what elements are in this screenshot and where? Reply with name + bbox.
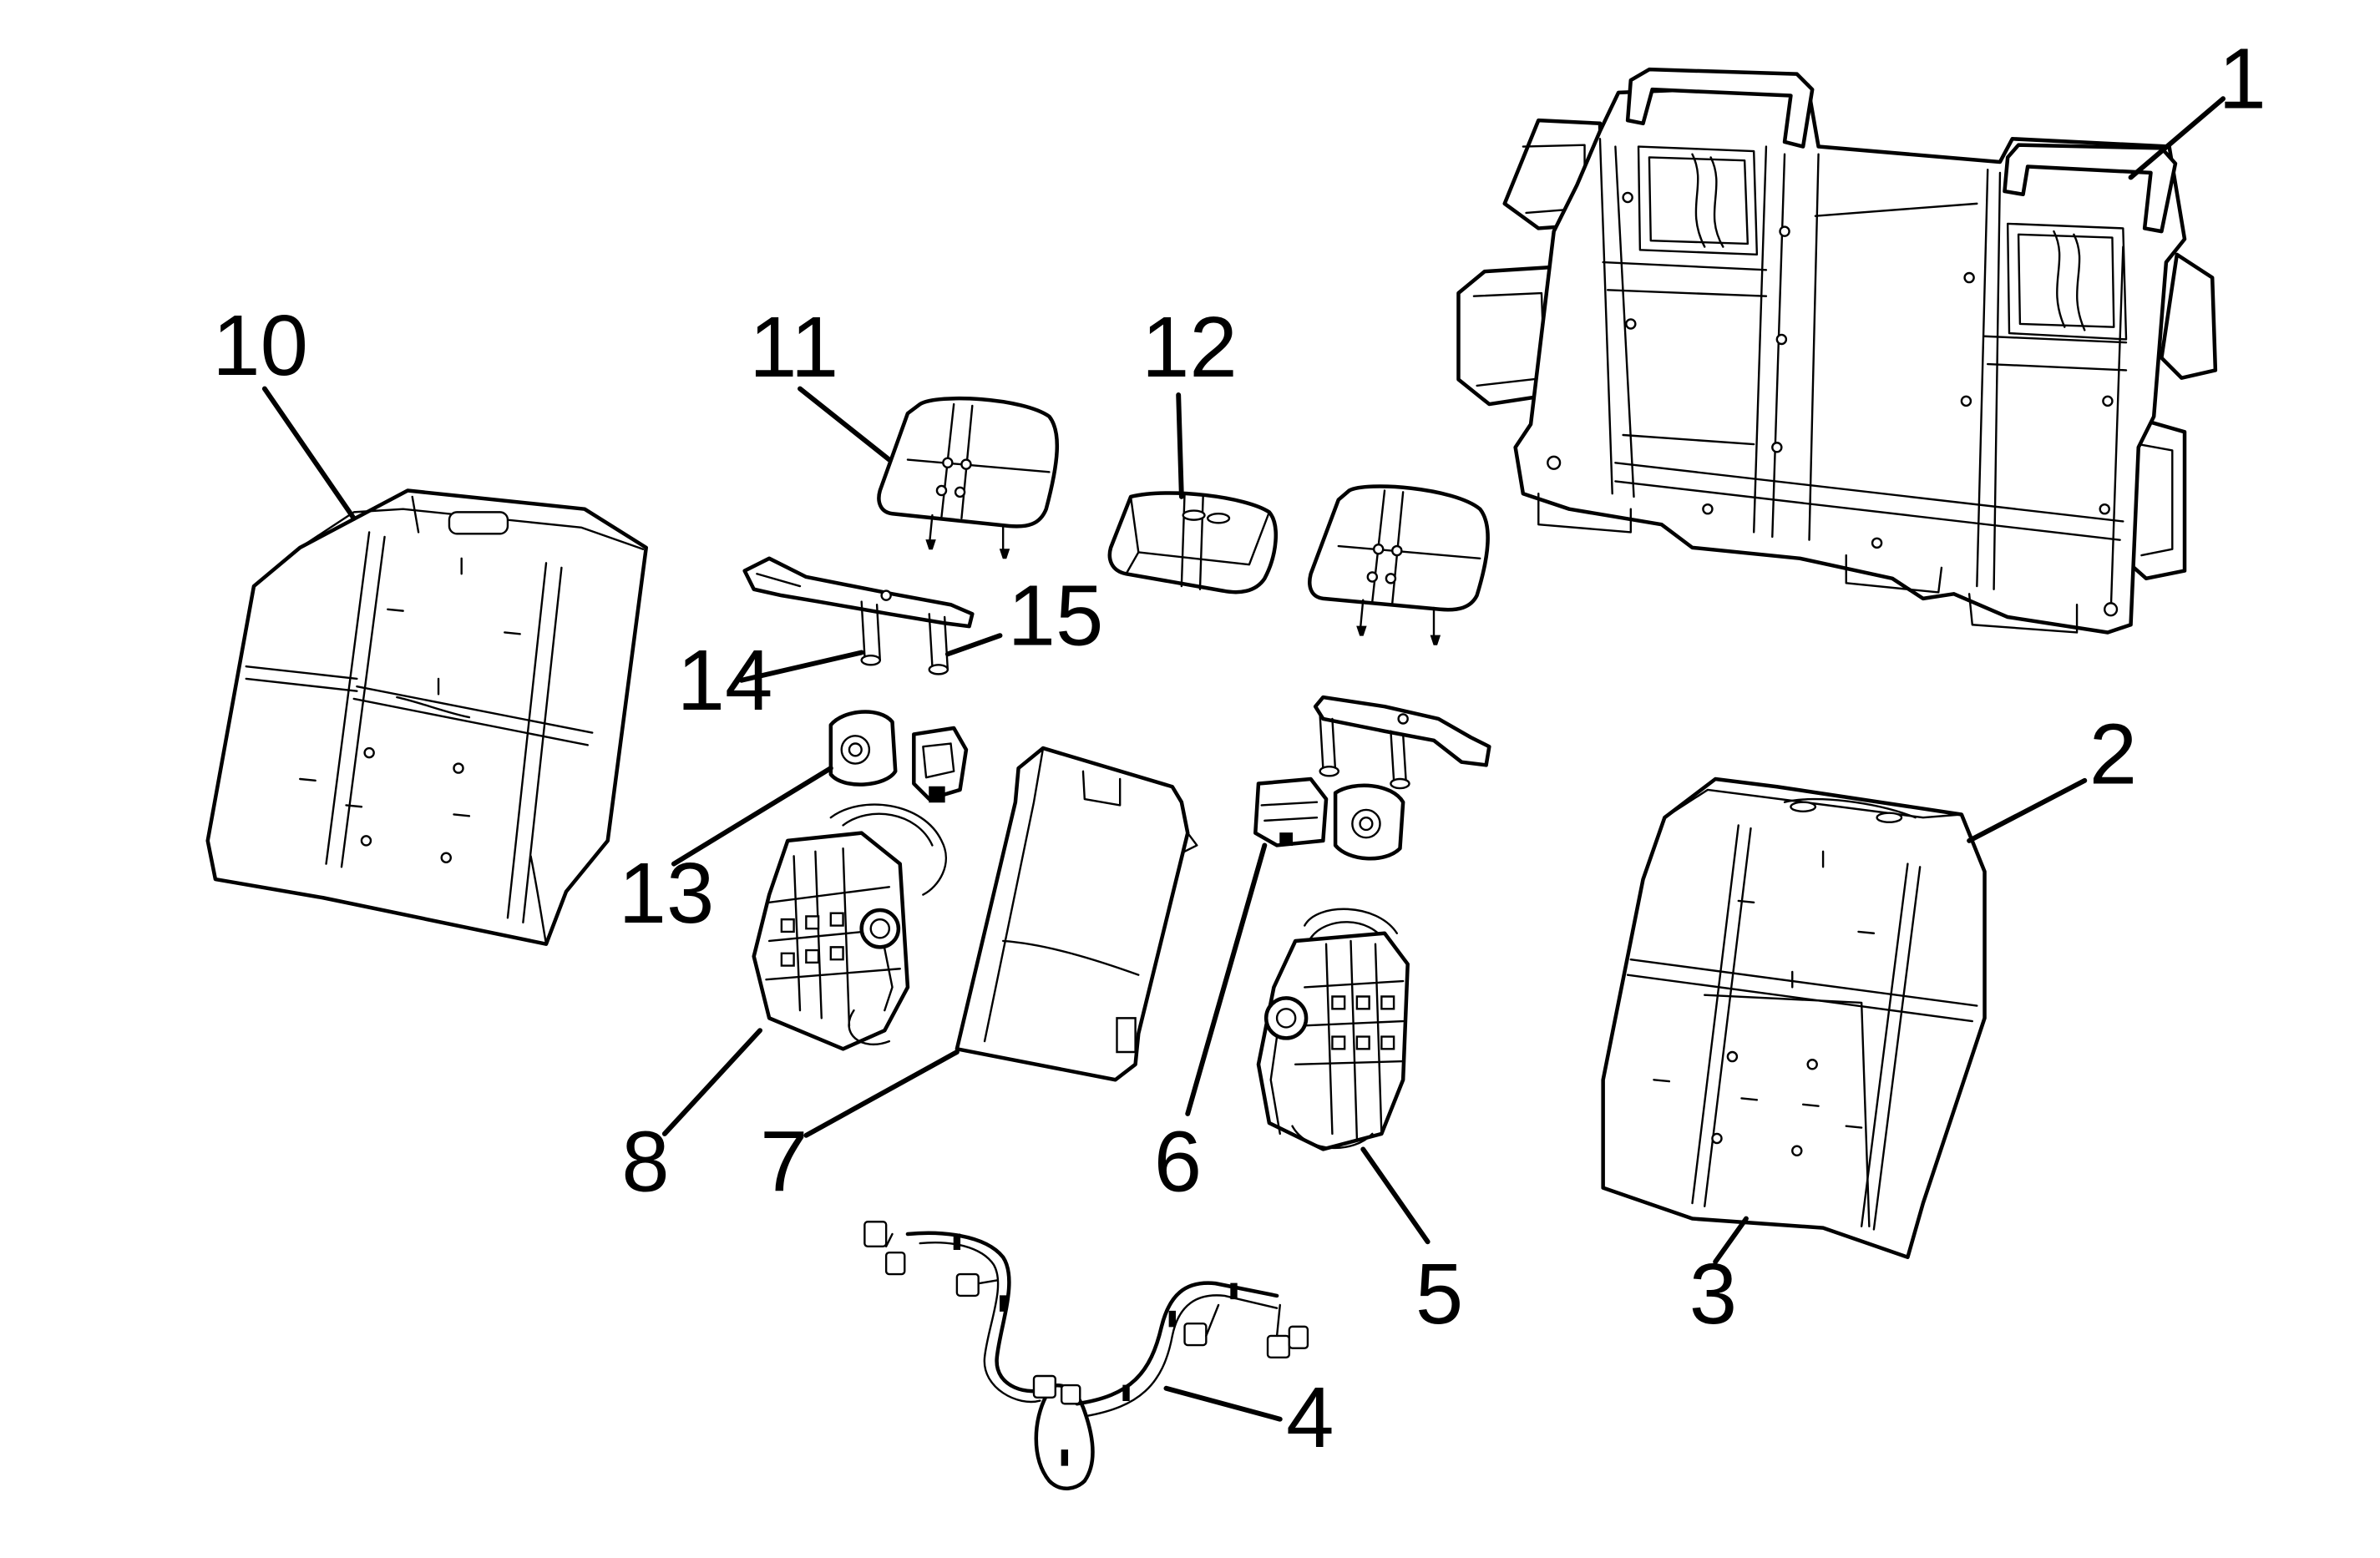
headrest-left	[879, 398, 1056, 559]
callout-8-leader	[661, 1028, 763, 1136]
seat-back-cushion-right	[1603, 779, 1985, 1257]
callout-14-group: 14	[677, 631, 864, 728]
callout-4-label: 4	[1286, 1368, 1334, 1465]
callout-6-group: 6	[1154, 842, 1268, 1209]
seat-back-frame	[1458, 69, 2215, 632]
callout-3-leader	[1713, 1216, 1749, 1265]
callout-13-label: 13	[619, 844, 715, 941]
callout-4-leader	[1163, 1385, 1283, 1422]
callout-3-label: 3	[1689, 1245, 1737, 1342]
callout-2-label: 2	[2089, 705, 2137, 802]
callout-6-leader	[1185, 842, 1268, 1116]
callout-7-label: 7	[760, 1112, 808, 1209]
callout-13-leader	[671, 766, 833, 867]
callout-15-leader	[944, 633, 1003, 657]
callout-2-leader	[1967, 777, 2088, 843]
wiring-harness	[864, 1222, 1308, 1489]
callout-12-group: 12	[1142, 298, 1238, 499]
seat-adjuster-right	[1258, 909, 1408, 1150]
armrest-pad	[1110, 493, 1276, 592]
callout-13-group: 13	[619, 766, 833, 941]
callout-1-leader	[2128, 96, 2226, 180]
callout-1-label: 1	[2219, 29, 2266, 126]
callout-15-group: 15	[944, 566, 1104, 663]
callout-14-leader	[739, 650, 864, 683]
recliner-motor-left	[831, 711, 966, 802]
callout-8-label: 8	[621, 1112, 669, 1209]
callout-5-group: 5	[1360, 1146, 1463, 1342]
callout-5-leader	[1360, 1146, 1431, 1245]
callout-11-leader	[798, 386, 892, 463]
seat-back-trim-panel	[957, 748, 1197, 1080]
callout-4-group: 4	[1163, 1368, 1334, 1465]
callout-6-label: 6	[1154, 1112, 1202, 1209]
callout-7-group: 7	[760, 1050, 960, 1209]
callout-12-leader	[1176, 392, 1184, 499]
callout-7-leader	[803, 1050, 960, 1138]
callout-14-label: 14	[677, 631, 773, 728]
callout-15-label: 15	[1008, 566, 1104, 663]
recliner-motor-right	[1255, 779, 1403, 858]
callout-10-label: 10	[212, 296, 308, 393]
headrest-guide-bracket-left	[745, 559, 973, 675]
callout-10-leader	[261, 386, 357, 521]
callout-2-group: 2	[1967, 705, 2137, 843]
headrest-right	[1309, 487, 1487, 645]
callout-12-label: 12	[1142, 298, 1238, 395]
seat-back-cushion-left	[208, 491, 646, 944]
callout-5-label: 5	[1415, 1245, 1463, 1342]
callout-3-group: 3	[1689, 1216, 1749, 1342]
callout-8-group: 8	[621, 1028, 763, 1209]
headrest-guide-bracket-right	[1315, 697, 1489, 788]
callout-1-group: 1	[2128, 29, 2266, 180]
seat-adjuster-left	[754, 805, 946, 1050]
callout-10-group: 10	[212, 296, 357, 521]
callout-11-group: 11	[749, 298, 892, 463]
callout-11-label: 11	[749, 298, 838, 395]
